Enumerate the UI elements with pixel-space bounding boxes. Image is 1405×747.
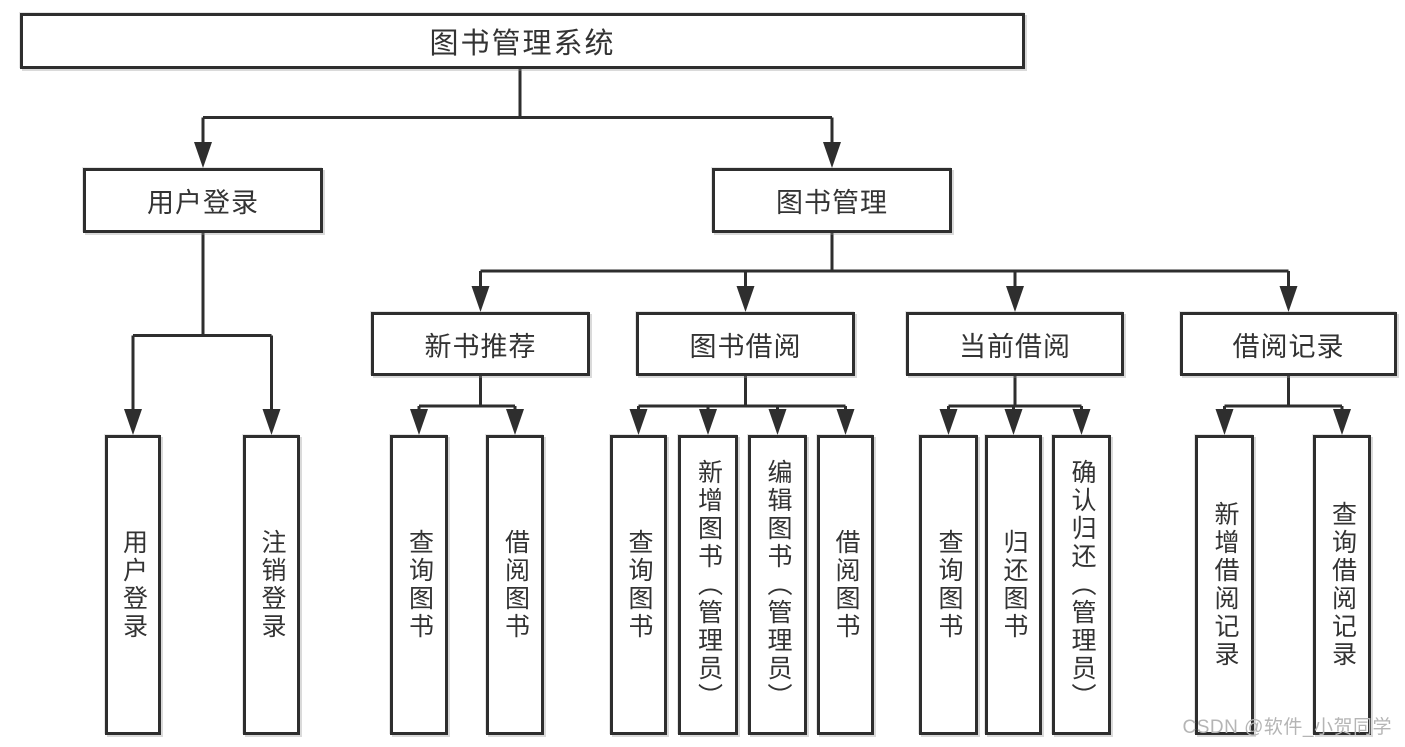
arrow-head xyxy=(939,409,958,435)
arrow-head xyxy=(1215,409,1234,435)
node-book-management-label: 图书管理 xyxy=(776,188,888,218)
arrow-head xyxy=(1004,409,1023,435)
arrow-head xyxy=(736,286,755,312)
node-new-book-recommend-label: 新书推荐 xyxy=(424,331,537,362)
leaf-borrow-books: 借阅图书 xyxy=(817,435,874,735)
node-book-borrowing-label: 图书借阅 xyxy=(689,331,802,362)
node-book-management: 图书管理 xyxy=(712,168,952,233)
leaf-edit-books-admin-label: 编辑图书（管理员） xyxy=(764,459,792,711)
leaf-logout-label: 注销登录 xyxy=(258,529,286,641)
leaf-query-borrow-record: 查询借阅记录 xyxy=(1313,435,1371,735)
leaf-return-books: 归还图书 xyxy=(985,435,1042,735)
node-user-login: 用户登录 xyxy=(83,168,323,233)
leaf-add-books-admin: 新增图书（管理员） xyxy=(678,435,738,735)
node-root-label: 图书管理系统 xyxy=(429,28,616,60)
node-current-borrowing-label: 当前借阅 xyxy=(959,331,1071,362)
arrow-head xyxy=(194,142,212,168)
node-user-login-label: 用户登录 xyxy=(147,188,259,218)
leaf-user-login-label: 用户登录 xyxy=(119,529,148,641)
node-new-book-recommend: 新书推荐 xyxy=(371,312,590,376)
arrow-head xyxy=(1333,409,1351,435)
leaf-logout: 注销登录 xyxy=(243,435,300,735)
leaf-query-books-current-label: 查询图书 xyxy=(935,529,963,641)
node-borrowing-records-label: 借阅记录 xyxy=(1232,331,1345,362)
arrow-head xyxy=(768,409,787,435)
leaf-add-borrow-record-label: 新增借阅记录 xyxy=(1211,501,1239,669)
leaf-borrow-books-recommend: 借阅图书 xyxy=(486,435,544,735)
arrow-head xyxy=(506,409,524,435)
leaf-borrow-books-label: 借阅图书 xyxy=(832,529,860,641)
leaf-query-books-recommend-label: 查询图书 xyxy=(405,529,434,641)
leaf-query-books-recommend: 查询图书 xyxy=(390,435,448,735)
leaf-confirm-return-admin: 确认归还（管理员） xyxy=(1052,435,1111,735)
leaf-add-borrow-record: 新增借阅记录 xyxy=(1195,435,1254,735)
leaf-confirm-return-admin-label: 确认归还（管理员） xyxy=(1068,459,1096,711)
arrow-head xyxy=(410,409,428,435)
leaf-query-books-borrowing-label: 查询图书 xyxy=(625,529,653,641)
arrow-heads xyxy=(124,117,1351,435)
arrow-head xyxy=(629,409,648,435)
leaf-query-borrow-record-label: 查询借阅记录 xyxy=(1328,501,1357,669)
arrow-head xyxy=(836,409,855,435)
leaf-query-books-current: 查询图书 xyxy=(919,435,978,735)
watermark: CSDN @软件_小贺同学 xyxy=(1182,717,1392,738)
leaf-query-books-borrowing: 查询图书 xyxy=(610,435,667,735)
leaf-return-books-label: 归还图书 xyxy=(1000,529,1028,641)
node-borrowing-records: 借阅记录 xyxy=(1180,312,1397,376)
leaf-edit-books-admin: 编辑图书（管理员） xyxy=(748,435,807,735)
leaf-user-login: 用户登录 xyxy=(105,435,161,735)
leaf-add-books-admin-label: 新增图书（管理员） xyxy=(694,459,723,711)
leaf-borrow-books-recommend-label: 借阅图书 xyxy=(501,529,530,641)
node-current-borrowing: 当前借阅 xyxy=(906,312,1124,376)
arrow-head xyxy=(124,409,142,435)
arrow-head xyxy=(699,409,717,435)
node-root: 图书管理系统 xyxy=(20,13,1025,69)
arrow-head xyxy=(262,409,281,435)
arrow-head xyxy=(471,286,490,312)
arrow-head xyxy=(1072,409,1091,435)
arrow-head xyxy=(1006,286,1024,312)
arrow-head xyxy=(1279,286,1298,312)
arrow-head xyxy=(823,142,841,168)
node-book-borrowing: 图书借阅 xyxy=(636,312,855,376)
